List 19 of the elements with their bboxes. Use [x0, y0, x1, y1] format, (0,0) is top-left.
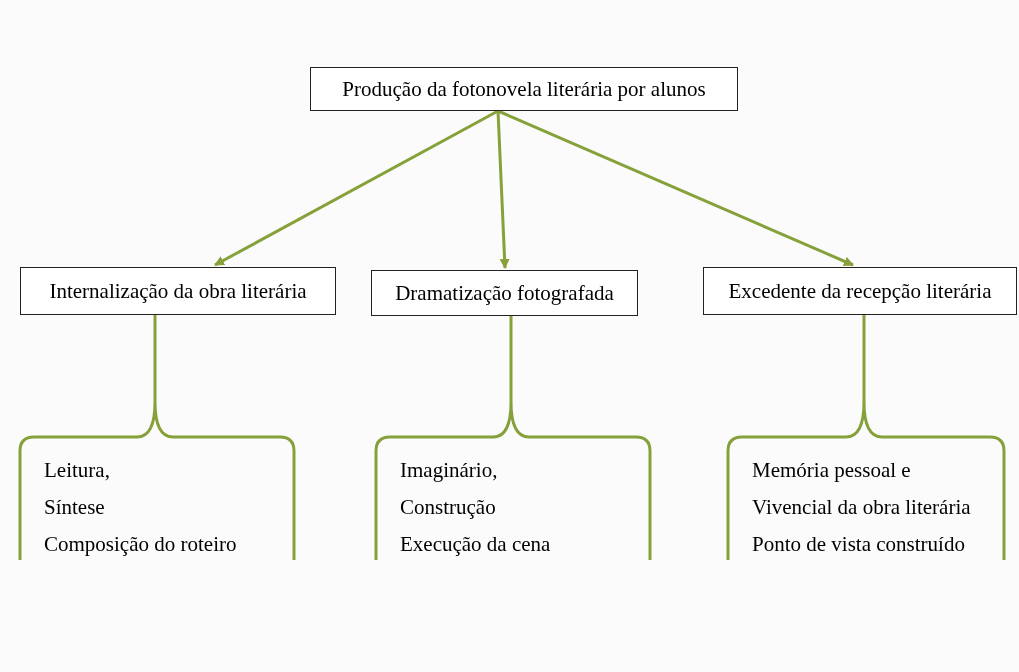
connector-line — [153, 315, 157, 402]
label-box: Internalização da obra literária — [20, 267, 336, 315]
list-item-text: Composição do roteiro — [44, 532, 237, 557]
label-box: Dramatização fotografada — [371, 270, 638, 316]
list-item-text: Execução da cena — [400, 532, 551, 557]
list-item-text: Vivencial da obra literária — [752, 495, 971, 520]
label-box: Excedente da recepção literária — [703, 267, 1017, 315]
arrow — [214, 109, 499, 267]
label-box: Produção da fotonovela literária por alunos — [310, 67, 738, 111]
list-item-text: Imaginário, — [400, 458, 498, 483]
list-item-text: Ponto de vista construído — [752, 532, 965, 557]
arrow — [496, 110, 510, 269]
list-item-text: Leitura, — [44, 458, 110, 483]
list-item-text: Síntese — [44, 495, 105, 520]
arrow — [497, 109, 854, 267]
list-item-text: Memória pessoal e — [752, 458, 911, 483]
connector-line — [509, 316, 513, 402]
connector-line — [862, 315, 866, 402]
list-item-text: Construção — [400, 495, 496, 520]
